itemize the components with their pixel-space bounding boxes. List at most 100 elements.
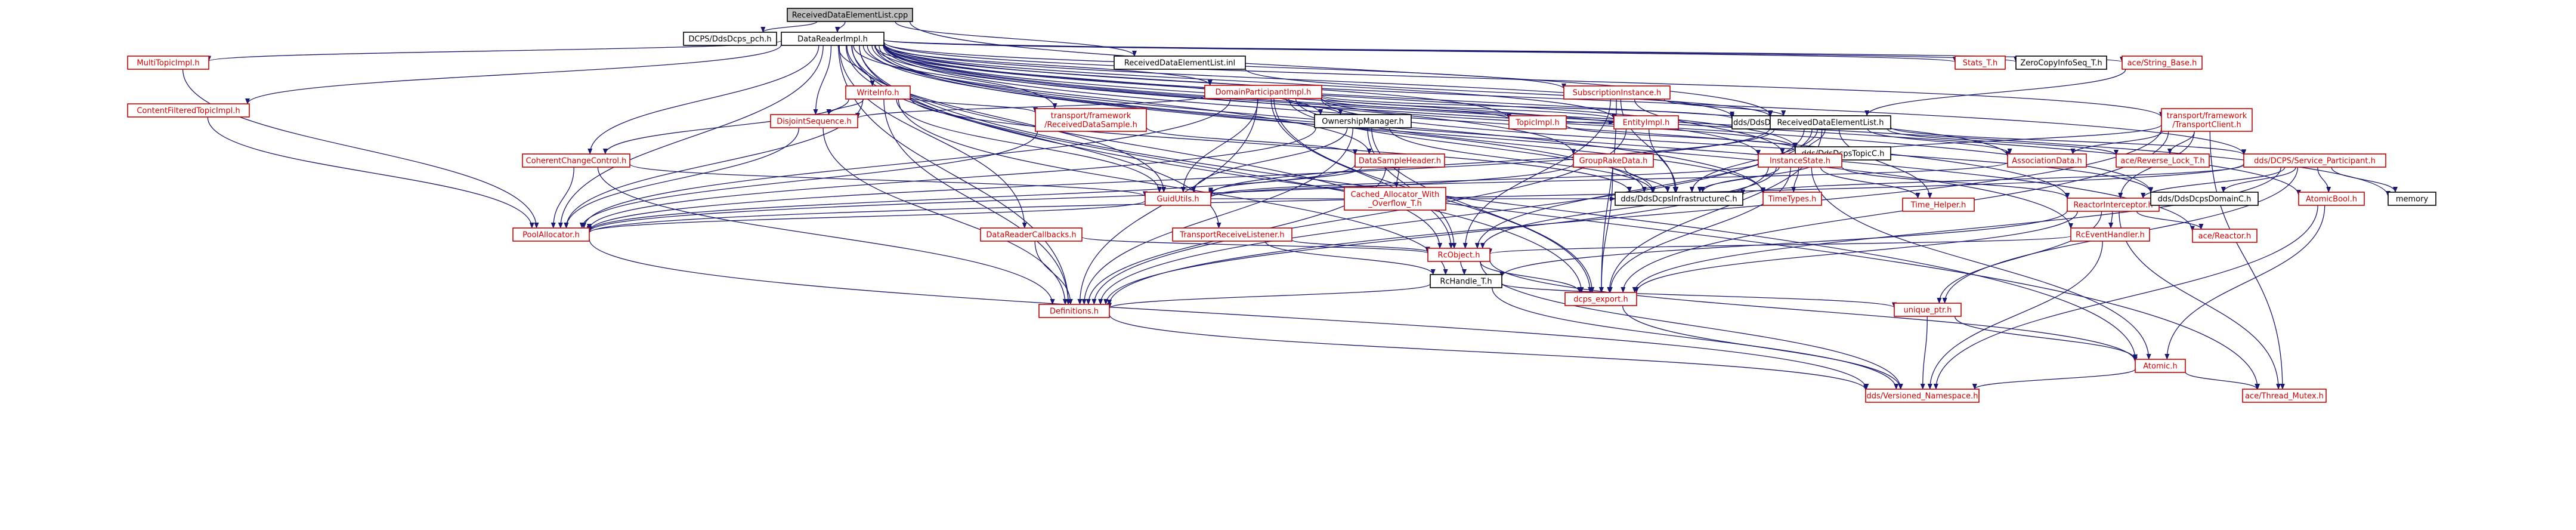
node-dic[interactable]: dds/DdsDcpsInfrastructureC.h xyxy=(1615,192,1743,206)
node-atm[interactable]: ace/Thread_Mutex.h xyxy=(2242,389,2327,403)
node-vns[interactable]: dds/Versioned_Namespace.h xyxy=(1865,389,1980,403)
node-gu[interactable]: GuidUtils.h xyxy=(1145,192,1211,206)
node-uptr[interactable]: unique_ptr.h xyxy=(1894,303,1962,317)
edge-asb-to-rdel_h xyxy=(1864,69,2126,116)
node-ddc[interactable]: dds/DdsDcpsDomainC.h xyxy=(2150,192,2259,206)
node-asb[interactable]: ace/String_Base.h xyxy=(2122,56,2203,70)
node-stats[interactable]: Stats_T.h xyxy=(1955,56,2006,70)
node-box-trds xyxy=(1035,108,1147,132)
edge-ei-to-dic xyxy=(1649,128,1679,193)
node-box-ei xyxy=(1613,115,1679,130)
node-box-asb xyxy=(2122,56,2203,70)
node-ttc[interactable]: transport/framework/TransportClient.h xyxy=(2161,108,2253,132)
node-ds[interactable]: DisjointSequence.h xyxy=(770,114,858,128)
node-rch[interactable]: RcHandle_T.h xyxy=(1430,274,1502,288)
node-trl[interactable]: TransportReceiveListener.h xyxy=(1172,227,1292,242)
node-layer: ReceivedDataElementList.cppDCPS/DdsDcps_… xyxy=(127,8,2436,403)
edge-dpi-to-gu xyxy=(1180,98,1258,193)
node-si[interactable]: SubscriptionInstance.h xyxy=(1563,85,1671,100)
edge-rdel_h-to-pa xyxy=(587,127,1771,232)
node-label-atom: Atomic.h xyxy=(2143,362,2178,371)
node-reh[interactable]: RcEventHandler.h xyxy=(2070,227,2150,242)
edge-om-to-gu xyxy=(1191,127,1348,193)
node-om[interactable]: OwnershipManager.h xyxy=(1314,114,1412,128)
node-label-tt: TimeTypes.h xyxy=(1768,195,1817,204)
node-arl[interactable]: ace/Reverse_Lock_T.h xyxy=(2116,153,2210,168)
node-ad[interactable]: AssociationData.h xyxy=(2007,153,2087,168)
edge-root-to-dcpsh xyxy=(760,21,818,33)
node-dri[interactable]: DataReaderImpl.h xyxy=(781,32,885,46)
node-box-ti xyxy=(1508,115,1567,130)
node-dsp[interactable]: dds/DCPS/Service_Participant.h xyxy=(2243,153,2386,168)
node-drc[interactable]: DataReaderCallbacks.h xyxy=(980,227,1083,242)
node-label-ttc: transport/framework/TransportClient.h xyxy=(2167,112,2247,130)
edge-ist-to-ri xyxy=(1841,166,2070,199)
node-label-arl: ace/Reverse_Lock_T.h xyxy=(2120,157,2204,166)
node-label-dri: DataReaderImpl.h xyxy=(797,35,868,44)
node-dsh[interactable]: DataSampleHeader.h xyxy=(1355,153,1445,168)
edge-wi-to-rch xyxy=(898,98,1448,275)
node-wi[interactable]: WriteInfo.h xyxy=(845,85,911,100)
node-rco[interactable]: RcObject.h xyxy=(1427,248,1490,262)
node-trds[interactable]: transport/framework/ReceivedDataSample.h xyxy=(1035,108,1147,132)
node-box-defs xyxy=(1038,304,1110,318)
edge-rdel_inl-to-rdel_h xyxy=(1245,68,1773,118)
edge-dpi-to-ti xyxy=(1321,98,1511,120)
edge-ccc-to-gu xyxy=(629,164,1148,198)
edge-layer xyxy=(182,21,2398,391)
node-mem[interactable]: memory xyxy=(2388,192,2436,206)
edge-dpi-to-ds xyxy=(855,95,1205,119)
node-tt[interactable]: TimeTypes.h xyxy=(1762,192,1822,206)
node-dpi[interactable]: DomainParticipantImpl.h xyxy=(1204,85,1322,99)
node-grd[interactable]: GroupRakeData.h xyxy=(1573,153,1654,168)
node-ri[interactable]: ReactorInterceptor.h xyxy=(2067,198,2160,212)
node-atom[interactable]: Atomic.h xyxy=(2135,359,2186,373)
edge-grd-to-dexp xyxy=(1599,167,1613,293)
edge-dpi-to-om xyxy=(1285,98,1343,115)
edge-si-to-ist xyxy=(1634,98,1785,155)
node-box-wi xyxy=(845,85,911,100)
edge-om-to-defs xyxy=(1081,127,1353,305)
edge-trds-to-pa xyxy=(579,131,1038,229)
node-box-tt xyxy=(1762,192,1822,206)
node-pa[interactable]: PoolAllocator.h xyxy=(512,227,590,242)
node-box-si xyxy=(1563,85,1671,100)
node-defs[interactable]: Definitions.h xyxy=(1038,304,1110,318)
node-rdel_inl[interactable]: ReceivedDataElementList.inl xyxy=(1114,56,1246,70)
node-ab[interactable]: AtomicBool.h xyxy=(2298,192,2365,206)
node-label-ist: InstanceState.h xyxy=(1770,157,1830,166)
node-th[interactable]: Time_Helper.h xyxy=(1902,198,1975,212)
node-dcpsh[interactable]: DCPS/DdsDcps_pch.h xyxy=(683,32,777,46)
node-label-ab: AtomicBool.h xyxy=(2306,195,2357,204)
node-box-dsh xyxy=(1355,153,1445,168)
node-dexp[interactable]: dcps_export.h xyxy=(1564,292,1637,306)
node-box-atom xyxy=(2135,359,2186,373)
edge-reh-to-vns xyxy=(1927,241,2103,390)
edge-dsp-to-dexp xyxy=(1632,167,2281,293)
node-label-dcpsh: DCPS/DdsDcps_pch.h xyxy=(688,35,771,44)
edge-uptr-to-atom xyxy=(1954,316,2138,360)
node-rdel_h[interactable]: ReceivedDataElementList.h xyxy=(1770,115,1891,130)
edge-ccc-to-pa xyxy=(551,167,574,229)
node-cfti[interactable]: ContentFilteredTopicImpl.h xyxy=(127,103,250,118)
node-box-dsp xyxy=(2243,153,2386,168)
node-label-reh: RcEventHandler.h xyxy=(2076,231,2145,240)
node-ar[interactable]: ace/Reactor.h xyxy=(2192,229,2258,243)
node-label-gu: GuidUtils.h xyxy=(1156,195,1199,204)
node-label-dic: dds/DdsDcpsInfrastructureC.h xyxy=(1621,195,1737,204)
node-box-grd xyxy=(1573,153,1654,168)
node-mti[interactable]: MultiTopicImpl.h xyxy=(127,56,209,70)
node-cawo[interactable]: Cached_Allocator_With_Overflow_T.h xyxy=(1344,187,1446,211)
edge-trl-to-rch xyxy=(1264,241,1436,275)
node-ei[interactable]: EntityImpl.h xyxy=(1613,115,1679,130)
node-box-ddc xyxy=(2150,192,2259,206)
node-ti[interactable]: TopicImpl.h xyxy=(1508,115,1567,130)
node-ist[interactable]: InstanceState.h xyxy=(1758,153,1842,168)
edge-dsp-to-ri xyxy=(2141,167,2286,199)
node-label-ri: ReactorInterceptor.h xyxy=(2073,201,2153,210)
node-zci[interactable]: ZeroCopyInfoSeq_T.h xyxy=(2015,56,2107,70)
edge-ccc-to-defs xyxy=(597,167,1055,305)
node-root[interactable]: ReceivedDataElementList.cpp xyxy=(787,8,913,22)
node-label-root: ReceivedDataElementList.cpp xyxy=(792,11,908,20)
node-ccc[interactable]: CoherentChangeControl.h xyxy=(522,153,630,168)
